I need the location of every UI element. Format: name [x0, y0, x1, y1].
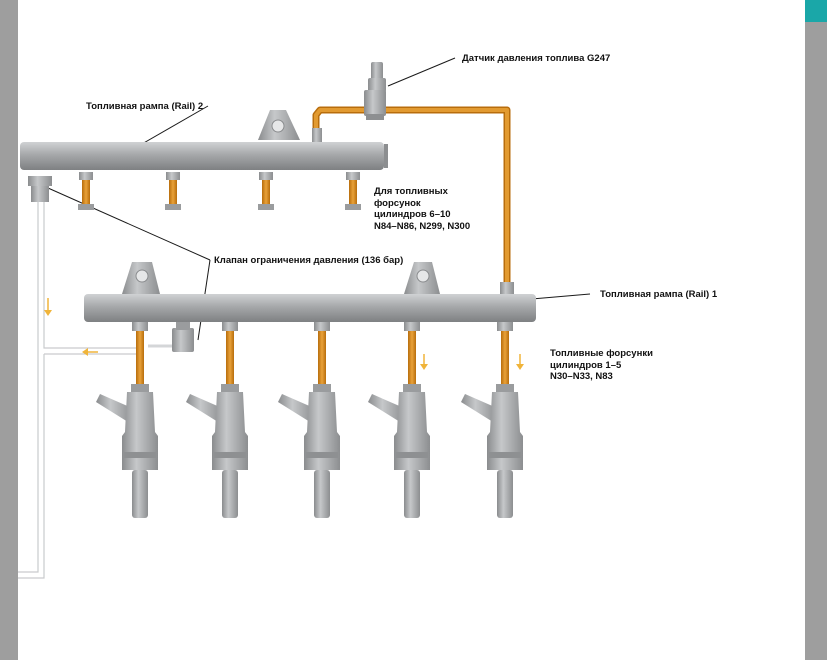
- label-pressure-sensor: Датчик давления топлива G247: [462, 53, 611, 64]
- arrow-icon: [82, 348, 98, 356]
- return-fitting: [28, 176, 52, 202]
- fuel-injector: [461, 322, 523, 518]
- arrow-icon: [44, 298, 52, 316]
- label-line: N84–N86, N299, N300: [374, 220, 471, 232]
- arrow-icon: [516, 354, 524, 370]
- fuel-rail-1: [84, 262, 536, 322]
- right-page-margin: [805, 0, 827, 660]
- label-rail-2: Топливная рампа (Rail) 2: [86, 101, 204, 112]
- pressure-sensor-g247: [364, 62, 386, 120]
- label-injectors-6-10: Для топливных форсунок цилиндров 6–10 N8…: [374, 186, 470, 232]
- fuel-injector: [186, 322, 248, 518]
- fuel-injector: [368, 322, 430, 518]
- label-line: форсунок: [374, 197, 421, 209]
- rail2-stubs: [78, 172, 361, 210]
- section-tab: [805, 0, 827, 22]
- label-line: N30–N33, N83: [550, 371, 613, 382]
- label-line: Топливные форсунки: [550, 348, 653, 359]
- arrow-icon: [420, 354, 428, 370]
- label-line: цилиндров 6–10: [374, 209, 451, 220]
- fuel-rail-2: [20, 110, 388, 170]
- label-line: цилиндров 1–5: [550, 359, 622, 371]
- label-limiter-valve: Клапан ограничения давления (136 бар): [214, 255, 404, 266]
- left-page-margin: [0, 0, 18, 660]
- rail1-injectors: [96, 322, 523, 518]
- fuel-injector: [278, 322, 340, 518]
- fuel-injector: [96, 322, 158, 518]
- pressure-limiter-valve: [148, 322, 194, 352]
- return-line: [18, 200, 140, 579]
- label-rail-1: Топливная рампа (Rail) 1: [600, 289, 718, 300]
- flow-arrows: [44, 298, 524, 370]
- label-injectors-1-5: Топливные форсунки цилиндров 1–5 N30–N33…: [550, 348, 653, 383]
- label-line: Для топливных: [374, 186, 448, 197]
